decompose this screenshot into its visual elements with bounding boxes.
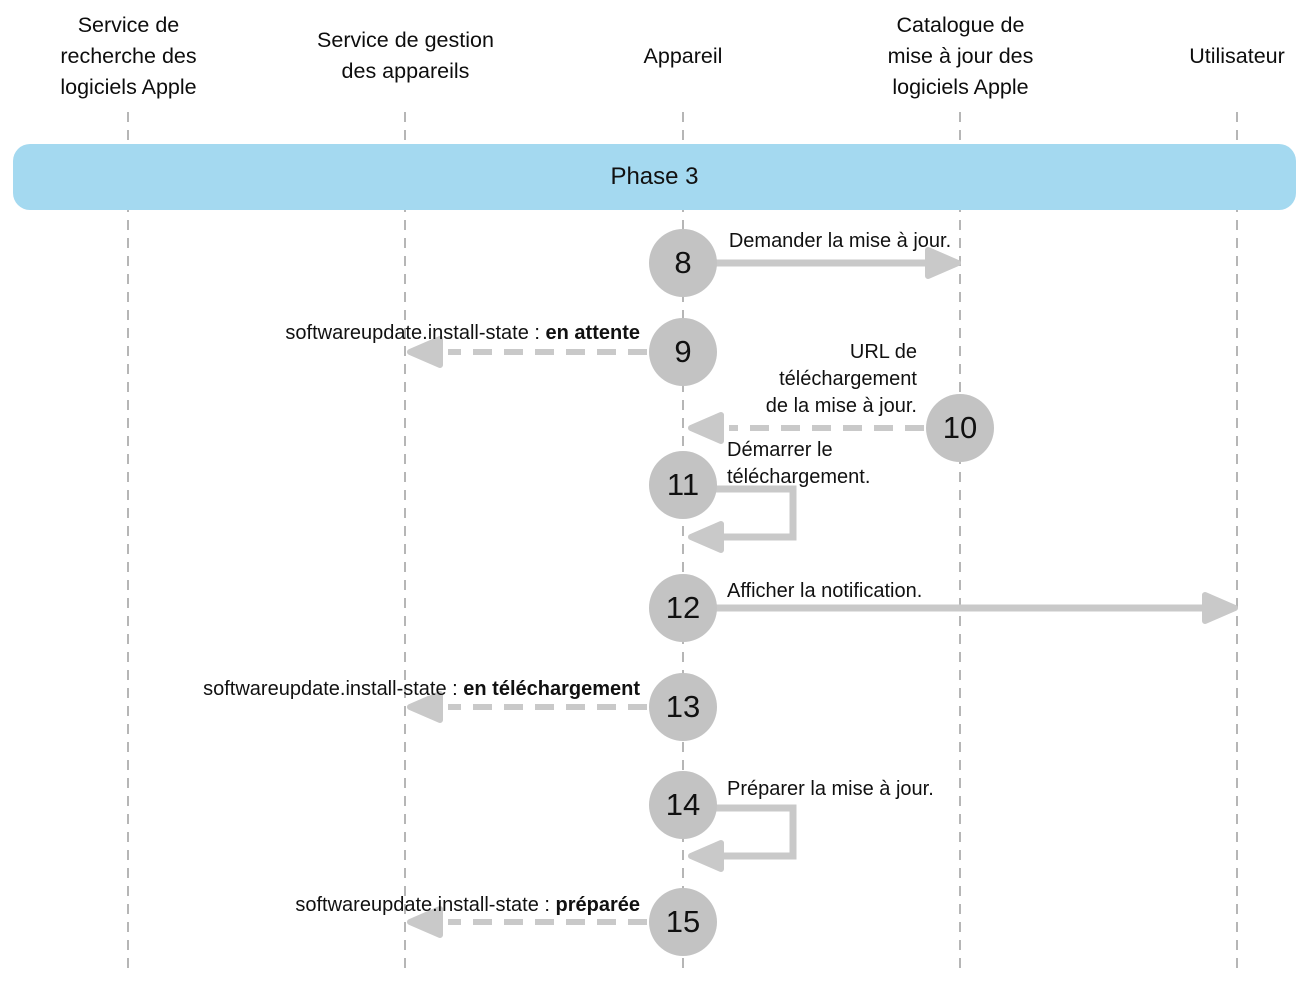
arrow-left-icon-10 (688, 412, 724, 444)
message-label-13: softwareupdate.install-state : en téléch… (203, 676, 640, 703)
message-label-10: URL de téléchargement de la mise à jour. (757, 339, 917, 420)
step-circle-10: 10 (926, 394, 994, 462)
step-number: 13 (665, 689, 701, 724)
actor-label-line: Service de gestion (317, 28, 494, 52)
message-label-14: Préparer la mise à jour. (727, 778, 934, 800)
self-loop-14 (711, 804, 797, 860)
phase-banner: Phase 3 (13, 144, 1296, 210)
message-text-bold: en téléchargement (463, 678, 640, 700)
message-text-line: téléchargement (779, 368, 917, 390)
message-text-line: Démarrer le (727, 439, 833, 461)
actor-appareil: Appareil (583, 0, 783, 112)
step-number: 9 (674, 334, 692, 369)
message-text-line: de la mise à jour. (765, 395, 917, 417)
step-number: 14 (665, 787, 701, 822)
message-text: softwareupdate.install-state : (295, 894, 556, 916)
self-loop-11 (711, 485, 797, 541)
actor-label-line: recherche des (60, 43, 197, 68)
arrow-left-icon-15 (407, 906, 443, 938)
message-text: softwareupdate.install-state : (203, 678, 464, 700)
message-text-line: URL de (849, 341, 917, 363)
message-label-15: softwareupdate.install-state : préparée (295, 892, 640, 919)
arrow-left-icon-9 (407, 336, 443, 368)
actor-catalogue-mise-a-jour: Catalogue de mise à jour des logiciels A… (878, 0, 1043, 112)
arrow-right-icon-8 (925, 247, 961, 279)
step-number: 8 (674, 245, 692, 280)
step-circle-15: 15 (649, 888, 717, 956)
actor-label-line: logiciels Apple (60, 74, 197, 99)
step-circle-12: 12 (649, 574, 717, 642)
actor-label-line: Appareil (643, 43, 723, 68)
actor-label-line: Service de (77, 12, 180, 37)
arrow-right-icon-12 (1202, 592, 1238, 624)
step-number: 12 (665, 590, 701, 625)
message-label-9: softwareupdate.install-state : en attent… (285, 320, 640, 347)
phase-label: Phase 3 (610, 163, 699, 190)
actor-service-gestion-appareils: Service de gestion des appareils (308, 0, 503, 112)
message-label-11: Démarrer le téléchargement. (727, 437, 917, 491)
actor-label-line: des appareils (341, 59, 470, 83)
step-number: 10 (942, 410, 978, 445)
step-circle-14: 14 (649, 771, 717, 839)
actor-label-line: Catalogue de (896, 12, 1025, 37)
step-number: 15 (665, 904, 701, 939)
message-text-line: téléchargement. (727, 466, 871, 488)
arrow-left-icon-11 (688, 521, 724, 553)
arrow-left-icon-13 (407, 691, 443, 723)
step-circle-13: 13 (649, 673, 717, 741)
step-circle-8: 8 (649, 229, 717, 297)
message-text-bold: préparée (555, 894, 641, 916)
actor-label-line: mise à jour des (887, 43, 1034, 68)
actor-label-line: Utilisateur (1189, 43, 1285, 68)
step-circle-11: 11 (649, 451, 717, 519)
actor-utilisateur: Utilisateur (1137, 0, 1309, 112)
actor-label-line: logiciels Apple (892, 74, 1029, 99)
arrow-left-icon-14 (688, 840, 724, 872)
step-circle-9: 9 (649, 318, 717, 386)
message-text: softwareupdate.install-state : (285, 322, 546, 344)
message-label-12: Afficher la notification. (727, 580, 923, 602)
step-number: 11 (666, 467, 700, 502)
message-label-8: Demander la mise à jour. (728, 230, 952, 252)
actor-service-recherche-logiciels: Service de recherche des logiciels Apple (46, 0, 211, 112)
message-text-bold: en attente (545, 322, 640, 344)
